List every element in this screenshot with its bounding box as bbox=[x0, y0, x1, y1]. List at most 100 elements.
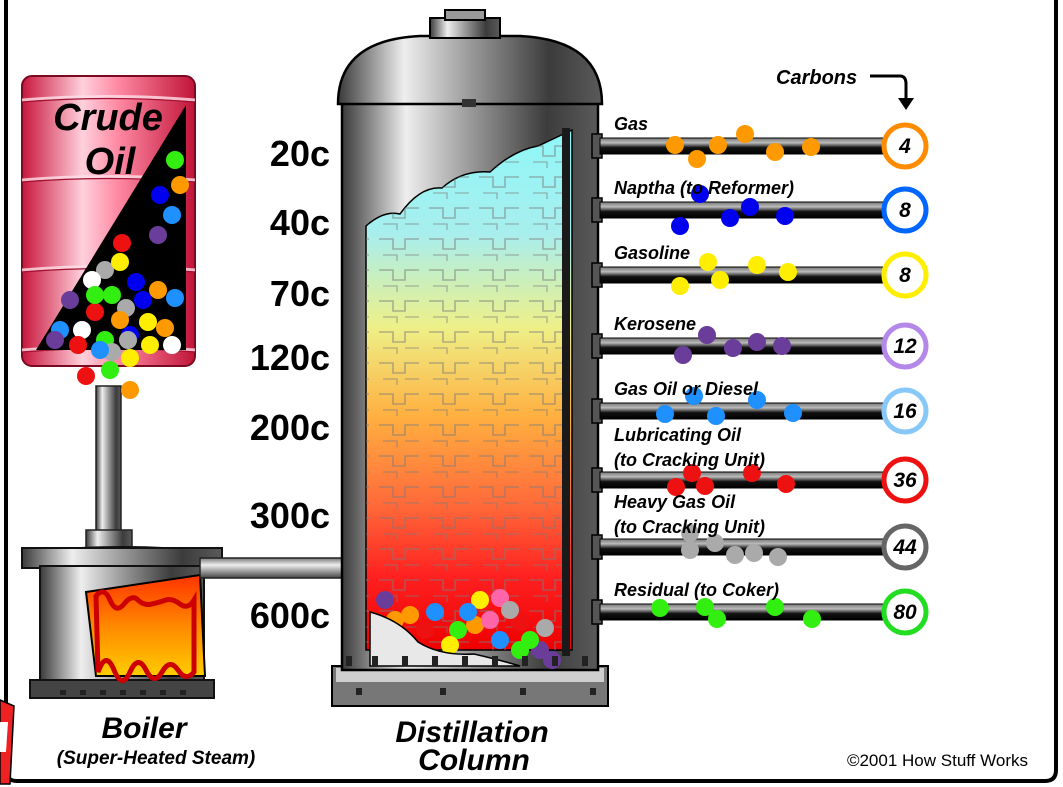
oil-molecule bbox=[96, 261, 114, 279]
oil-molecule bbox=[511, 613, 529, 631]
fraction-molecule bbox=[802, 138, 820, 156]
oil-molecule bbox=[127, 273, 145, 291]
carbon-count: 16 bbox=[893, 400, 917, 423]
fraction-molecule bbox=[688, 150, 706, 168]
fraction-molecule bbox=[736, 125, 754, 143]
output-pipe bbox=[599, 337, 891, 355]
crude-oil-title-line1: Crude bbox=[53, 97, 163, 139]
output-pipe bbox=[599, 266, 891, 284]
oil-molecule bbox=[459, 603, 477, 621]
fraction-molecule bbox=[748, 391, 766, 409]
carbon-count: 80 bbox=[893, 601, 917, 624]
oil-molecule bbox=[166, 289, 184, 307]
output-pipe bbox=[599, 402, 891, 420]
fraction-label: Gas Oil or Diesel bbox=[614, 379, 759, 399]
output-pipe bbox=[599, 603, 891, 621]
fraction-molecule bbox=[743, 464, 761, 482]
oil-molecule bbox=[103, 286, 121, 304]
fraction-label-line2: (to Cracking Unit) bbox=[614, 450, 765, 470]
fraction-molecule bbox=[708, 610, 726, 628]
fraction-molecule bbox=[696, 477, 714, 495]
fraction-molecule bbox=[674, 346, 692, 364]
logo-fragment bbox=[0, 699, 15, 785]
oil-molecule bbox=[166, 151, 184, 169]
fraction-molecule bbox=[779, 263, 797, 281]
oil-molecule bbox=[491, 631, 509, 649]
oil-molecule bbox=[163, 206, 181, 224]
oil-molecule bbox=[121, 381, 139, 399]
oil-molecule bbox=[86, 286, 104, 304]
carbon-count: 12 bbox=[893, 335, 917, 358]
carbon-count: 36 bbox=[893, 469, 917, 492]
fraction-molecule bbox=[784, 404, 802, 422]
temperature-label: 600c bbox=[250, 595, 330, 636]
fraction-molecule bbox=[745, 544, 763, 562]
carbon-count: 8 bbox=[899, 199, 911, 222]
fraction-molecule bbox=[651, 599, 669, 617]
fraction-molecule bbox=[773, 337, 791, 355]
carbon-count-circle bbox=[881, 523, 929, 571]
fraction-molecule bbox=[707, 407, 725, 425]
temperature-label: 70c bbox=[270, 273, 330, 314]
oil-molecule bbox=[69, 336, 87, 354]
temperature-label: 120c bbox=[250, 337, 330, 378]
fraction-molecule bbox=[776, 207, 794, 225]
oil-molecule bbox=[77, 367, 95, 385]
fraction-lubricating: Lubricating Oil (to Cracking Unit) 36 bbox=[591, 425, 929, 504]
output-pipe bbox=[599, 538, 891, 556]
oil-molecule bbox=[46, 331, 64, 349]
carbon-count-circle bbox=[881, 322, 929, 370]
oil-molecule bbox=[521, 631, 539, 649]
oil-molecule bbox=[86, 303, 104, 321]
carbon-count-circle bbox=[881, 588, 929, 636]
fraction-label: Gasoline bbox=[614, 243, 690, 263]
fraction-molecule bbox=[721, 209, 739, 227]
fraction-molecule bbox=[696, 598, 714, 616]
fraction-gasoline: Gasoline 8 bbox=[591, 243, 929, 299]
temperature-label: 40c bbox=[270, 202, 330, 243]
carbon-count-circle bbox=[881, 456, 929, 504]
fraction-label: Kerosene bbox=[614, 314, 696, 334]
oil-molecule bbox=[141, 336, 159, 354]
carbon-count-circle bbox=[881, 186, 929, 234]
fraction-molecule bbox=[748, 333, 766, 351]
oil-molecule bbox=[426, 603, 444, 621]
column-title-line1: Distillation bbox=[395, 716, 548, 749]
oil-molecule bbox=[91, 341, 109, 359]
oil-molecule bbox=[151, 186, 169, 204]
oil-molecule bbox=[171, 176, 189, 194]
oil-molecule bbox=[491, 589, 509, 607]
carbon-count-circle bbox=[881, 122, 929, 170]
fraction-molecule bbox=[671, 277, 689, 295]
boiler-subtitle: (Super-Heated Steam) bbox=[57, 748, 256, 769]
oil-molecule bbox=[149, 281, 167, 299]
oil-molecule bbox=[113, 234, 131, 252]
carbon-count: 8 bbox=[899, 264, 911, 287]
oil-molecule bbox=[156, 319, 174, 337]
feed-pipe bbox=[85, 385, 133, 549]
fraction-gas: Gas 4 bbox=[591, 114, 929, 170]
fraction-molecule bbox=[766, 598, 784, 616]
oil-molecule bbox=[481, 611, 499, 629]
fraction-molecule bbox=[769, 548, 787, 566]
oil-molecule bbox=[416, 621, 434, 639]
fraction-naptha: Naptha (to Reformer)8 bbox=[591, 178, 929, 235]
oil-molecule bbox=[501, 601, 519, 619]
oil-molecule bbox=[101, 361, 119, 379]
carbon-count: 4 bbox=[898, 135, 911, 158]
oil-molecule bbox=[73, 321, 91, 339]
temperature-label: 300c bbox=[250, 495, 330, 536]
carbon-count-circle bbox=[881, 251, 929, 299]
fraction-residual: Residual (to Coker)80 bbox=[591, 580, 929, 636]
temperature-label: 200c bbox=[250, 407, 330, 448]
fraction-label: Lubricating Oil bbox=[614, 425, 742, 445]
crude-oil-drum: Crude Oil bbox=[21, 75, 196, 367]
oil-molecule bbox=[471, 591, 489, 609]
fraction-molecule bbox=[741, 198, 759, 216]
fraction-label: Gas bbox=[614, 114, 648, 134]
fraction-molecule bbox=[766, 143, 784, 161]
oil-molecule bbox=[376, 591, 394, 609]
oil-molecule bbox=[111, 253, 129, 271]
carbon-count-circle bbox=[881, 387, 929, 435]
